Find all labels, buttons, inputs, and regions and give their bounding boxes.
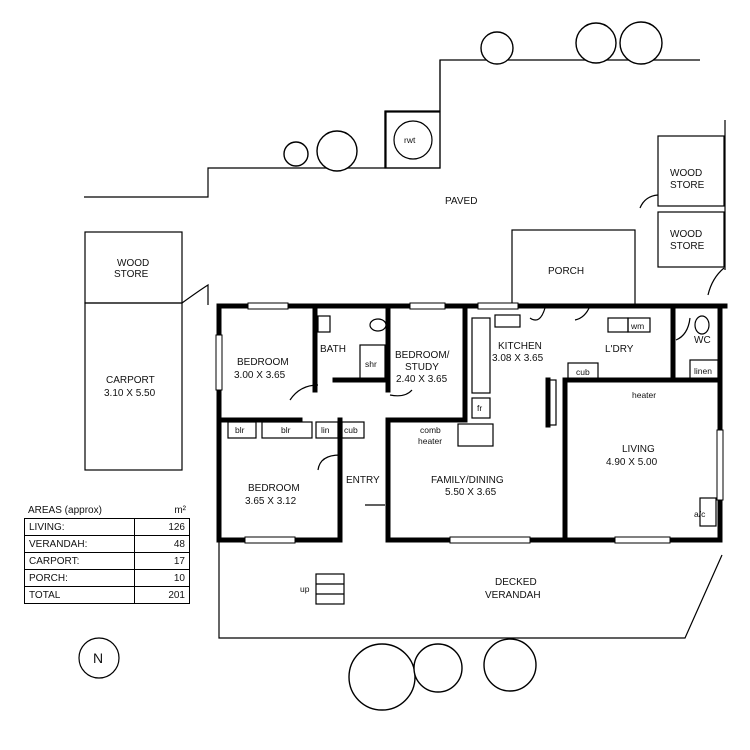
blr1-text: blr: [235, 425, 245, 435]
tree-icon: [575, 22, 617, 64]
ldry-label: L'DRY: [605, 344, 634, 355]
table-row: LIVING: 126: [24, 518, 190, 536]
study-b-text: STUDY: [405, 362, 439, 373]
bath-label: BATH: [320, 344, 346, 355]
study-dim-text: 2.40 x 3.65: [396, 374, 448, 385]
comb-heater-text: heater: [418, 436, 442, 446]
carport: WOOD STORE CARPORT 3.10 x 5.50: [84, 231, 209, 471]
area-value: 10: [134, 569, 190, 587]
bedroom2-dim-text: 3.65 x 3.12: [245, 496, 297, 507]
blr2-text: blr: [281, 425, 291, 435]
shr-text: shr: [365, 359, 377, 369]
tree-icon: [483, 638, 537, 692]
total-row: TOTAL 201: [24, 586, 190, 604]
carport-label: CARPORT: [106, 375, 155, 386]
heater-text: heater: [632, 390, 656, 400]
wood-store-3b-text: STORE: [114, 269, 149, 280]
wm-text: wm: [630, 321, 644, 331]
living-label: LIVING: [622, 444, 655, 455]
paved-label: PAVED: [445, 196, 477, 207]
decked-b-text: VERANDAH: [485, 590, 541, 601]
comb-text: comb: [420, 425, 441, 435]
areas-unit: m²: [174, 505, 186, 516]
area-value: 17: [134, 552, 190, 570]
living-dim-text: 4.90 x 5.00: [606, 457, 658, 468]
wood-store-bottom: WOOD STORE: [657, 211, 725, 268]
porch: PORCH: [511, 229, 636, 306]
table-row: PORCH: 10: [24, 569, 190, 587]
table-row: VERANDAH: 48: [24, 535, 190, 553]
linen-text: linen: [694, 366, 712, 376]
decked-label: DECKED: [495, 577, 537, 588]
kitchen-label: KITCHEN: [498, 341, 542, 352]
wc-label: WC: [694, 335, 711, 346]
total-value: 201: [134, 586, 190, 604]
study-label: BEDROOM/: [395, 350, 450, 361]
areas-table: AREAS (approx) m² LIVING: 126 VERANDAH: …: [24, 500, 190, 604]
bedroom1-label: BEDROOM: [237, 357, 289, 368]
tree-icon: [316, 130, 358, 172]
porch-label: PORCH: [548, 266, 584, 277]
rwt-label: rwt: [404, 135, 416, 145]
fr-text: fr: [477, 403, 482, 413]
areas-title: AREAS (approx): [28, 505, 102, 516]
cub2-text: cub: [344, 425, 358, 435]
area-value: 126: [134, 518, 190, 536]
family-label: FAMILY/DINING: [431, 475, 504, 486]
wood-store-1-text: WOOD: [670, 168, 702, 179]
tree-icon: [480, 31, 514, 65]
table-row: CARPORT: 17: [24, 552, 190, 570]
windows: [215, 302, 724, 544]
area-label: PORCH:: [24, 569, 135, 587]
doors: [289, 305, 691, 506]
bedroom1-dim-text: 3.00 x 3.65: [234, 370, 286, 381]
up-text: up: [300, 584, 310, 594]
fixtures: [227, 314, 719, 527]
carport-dim-text: 3.10 x 5.50: [104, 388, 156, 399]
rainwater-tank: rwt: [385, 111, 441, 169]
site-outline: [84, 59, 726, 270]
tree-icon: [283, 141, 309, 167]
tree-icon: [348, 643, 416, 711]
areas-grid: LIVING: 126 VERANDAH: 48 CARPORT: 17 POR…: [24, 518, 190, 604]
wood-store-3-text: WOOD: [117, 258, 149, 269]
wood-store-1b-text: STORE: [670, 180, 705, 191]
area-label: LIVING:: [24, 518, 135, 536]
tree-icon: [619, 21, 663, 65]
entry-label: ENTRY: [346, 475, 380, 486]
wood-store-2-text: WOOD: [670, 229, 702, 240]
tree-group: [283, 21, 663, 711]
area-value: 48: [134, 535, 190, 553]
wood-store-top: WOOD STORE: [657, 135, 725, 207]
lin-text: lin: [321, 425, 330, 435]
compass-letter: N: [93, 650, 103, 666]
tree-icon: [413, 643, 463, 693]
decked-verandah: up DECKED VERANDAH: [218, 540, 723, 639]
wood-store-2b-text: STORE: [670, 241, 705, 252]
cub1-text: cub: [576, 367, 590, 377]
area-label: VERANDAH:: [24, 535, 135, 553]
ac-text: a/c: [694, 509, 706, 519]
total-label: TOTAL: [24, 586, 135, 604]
area-label: CARPORT:: [24, 552, 135, 570]
bedroom2-label: BEDROOM: [248, 483, 300, 494]
family-dim-text: 5.50 x 3.65: [445, 487, 497, 498]
north-arrow-icon: N: [78, 637, 120, 679]
kitchen-dim-text: 3.08 x 3.65: [492, 353, 544, 364]
